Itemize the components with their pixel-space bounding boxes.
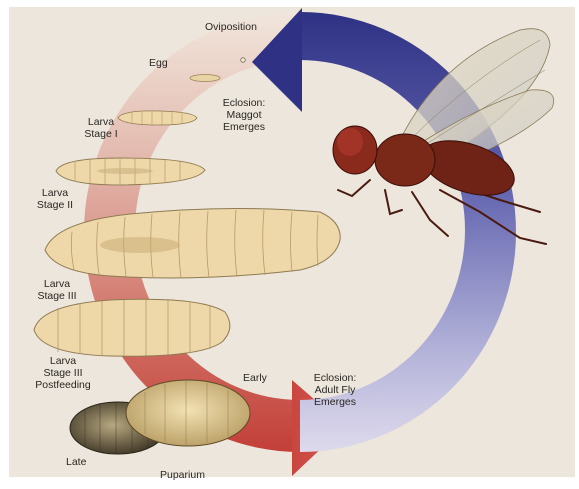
larva-stage-3-line2: Stage III	[32, 290, 82, 302]
larva-stage-1-line2: Stage I	[78, 128, 124, 140]
larva-stage-3-line1: Larva	[32, 278, 82, 290]
larva-stage-3-postfeeding-line2: Stage III	[28, 367, 98, 379]
larva-stage-3-postfeeding-line3: Postfeeding	[28, 379, 98, 391]
eclosion-maggot-line2: Maggot	[214, 109, 274, 121]
eclosion-maggot-line3: Emerges	[214, 121, 274, 133]
early-label: Early	[243, 372, 267, 384]
larva-stage-2-line2: Stage II	[30, 199, 80, 211]
larva-stage-3-label: Larva Stage III	[32, 278, 82, 302]
larva-stage-3-postfeeding-line1: Larva	[28, 355, 98, 367]
pupa-icon	[126, 380, 250, 446]
late-label: Late	[66, 456, 86, 468]
larva-stage-1-line1: Larva	[78, 116, 124, 128]
larva-stage-3-postfeeding-label: Larva Stage III Postfeeding	[28, 355, 98, 391]
eclosion-maggot-label: Eclosion: Maggot Emerges	[214, 97, 274, 133]
larva-stage-2-label: Larva Stage II	[30, 187, 80, 211]
egg-label: Egg	[149, 57, 168, 69]
larva-stage-2-line1: Larva	[30, 187, 80, 199]
eclosion-adult-fly-line3: Emerges	[305, 396, 365, 408]
oviposition-label: Oviposition	[205, 21, 257, 33]
eclosion-adult-fly-line1: Eclosion:	[305, 372, 365, 384]
eclosion-maggot-line1: Eclosion:	[214, 97, 274, 109]
eclosion-adult-fly-line2: Adult Fly	[305, 384, 365, 396]
larva-stage-1-label: Larva Stage I	[78, 116, 124, 140]
larva-icon	[118, 111, 197, 125]
eclosion-adult-fly-label: Eclosion: Adult Fly Emerges	[305, 372, 365, 408]
larva-icon	[34, 299, 230, 356]
puparium-label: Puparium	[160, 469, 205, 481]
